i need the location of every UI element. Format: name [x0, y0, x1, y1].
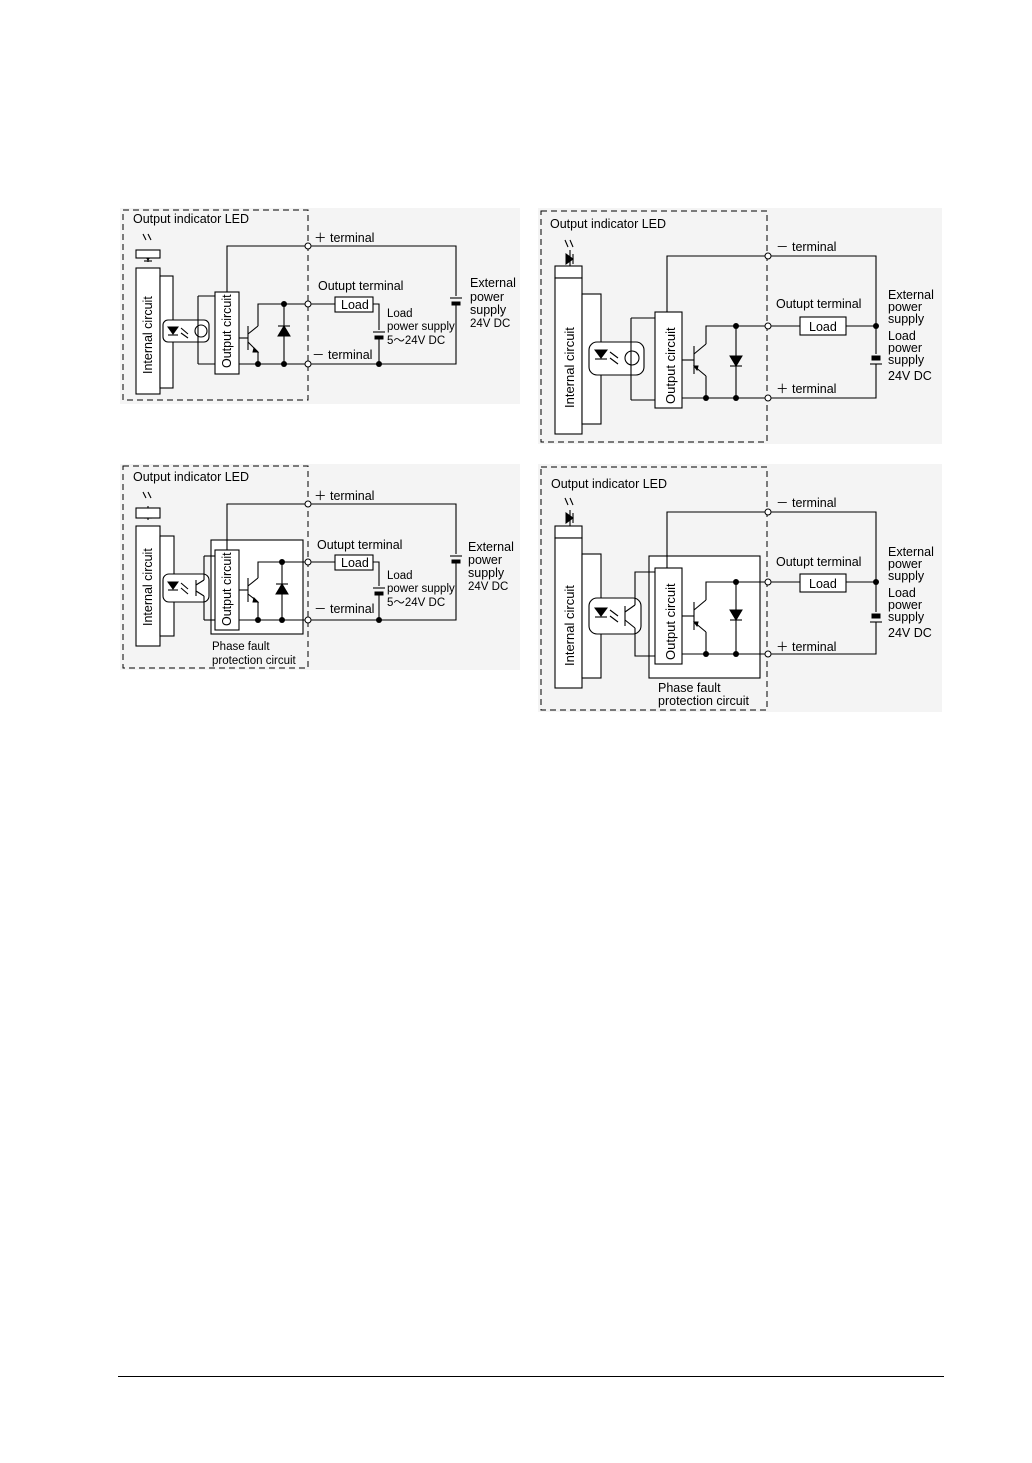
- output-terminal-label: Outupt terminal: [776, 555, 861, 569]
- protection-label: Phase fault protection circuit: [212, 641, 297, 667]
- load-box: [799, 573, 847, 593]
- output-circuit-label: Output circuit: [220, 552, 234, 626]
- zener-diode-icon: [275, 562, 289, 620]
- minus-terminal: [764, 252, 772, 260]
- optocoupler-icon: [162, 573, 210, 603]
- output-circuit-label: Output circuit: [663, 583, 678, 660]
- led-icon: [564, 239, 574, 266]
- minus-terminal: [304, 360, 312, 368]
- diagram-2: Output indicator LED Internal circuit Ou…: [538, 208, 942, 444]
- top-terminal-label: － terminal: [776, 240, 836, 254]
- zener-diode-icon: [729, 582, 743, 654]
- optocoupler-icon: [162, 319, 210, 343]
- bottom-terminal-label: － terminal: [312, 348, 372, 362]
- plus-terminal: [304, 242, 312, 250]
- plus-terminal: [764, 650, 772, 658]
- bottom-terminal-label: － terminal: [314, 602, 374, 616]
- indicator-label: Output indicator LED: [133, 212, 249, 226]
- internal-circuit-label: Internal circuit: [562, 327, 577, 408]
- output-terminal-label: Outupt terminal: [776, 297, 861, 311]
- output-terminal: [764, 322, 772, 330]
- output-circuit-box: [214, 549, 240, 631]
- diagram-1: Output indicator LED Internal circuit Ou: [120, 208, 520, 404]
- diagram-3-background: [120, 464, 520, 670]
- top-terminal-label: － terminal: [776, 496, 836, 510]
- led-icon: [564, 497, 574, 526]
- plus-terminal: [764, 394, 772, 402]
- diagram-4: Output indicator LED Internal circuit Ou…: [538, 464, 942, 712]
- external-supply-label: External power supply: [468, 540, 517, 580]
- output-terminal: [764, 578, 772, 586]
- external-supply-voltage: 24V DC: [470, 318, 510, 330]
- indicator-label: Output indicator LED: [133, 470, 249, 484]
- plus-terminal: [304, 500, 312, 508]
- external-supply-label: External power supply: [470, 276, 519, 317]
- external-supply-label: External power supply: [888, 288, 937, 326]
- diagram-3: Output indicator LED Internal circuit: [120, 464, 520, 670]
- load-supply-label: Load power supply 24V DC: [888, 586, 932, 640]
- output-terminal-label: Outupt terminal: [318, 279, 403, 293]
- bottom-terminal-label: ＋ terminal: [776, 382, 836, 396]
- minus-terminal: [764, 508, 772, 516]
- load-supply-label: Load power supply 5～24V DC: [387, 570, 458, 609]
- module-boundary: [122, 465, 309, 669]
- output-terminal-label: Outupt terminal: [317, 538, 402, 552]
- output-terminal: [304, 558, 312, 566]
- load-supply-label: Load power supply 5～24V DC: [387, 308, 458, 347]
- external-supply-label: External power supply: [888, 545, 937, 583]
- optocoupler-icon: [588, 597, 642, 635]
- indicator-label: Output indicator LED: [550, 217, 666, 231]
- output-circuit-box: [654, 567, 683, 665]
- load-supply-label: Load power supply 24V DC: [888, 329, 932, 383]
- zener-diode-icon: [277, 304, 291, 364]
- load-label: Load: [809, 320, 837, 334]
- load-label: Load: [341, 556, 369, 570]
- internal-circuit-label: Internal circuit: [141, 296, 155, 374]
- top-terminal-label: ＋ terminal: [314, 489, 374, 503]
- bottom-terminal-label: ＋ terminal: [776, 640, 836, 654]
- protection-label: Phase fault protection circuit: [658, 681, 750, 708]
- diagram-1-background: [120, 208, 520, 404]
- load-label: Load: [809, 577, 837, 591]
- minus-terminal: [304, 616, 312, 624]
- internal-circuit-label: Internal circuit: [562, 585, 577, 666]
- output-circuit-label: Output circuit: [220, 294, 234, 368]
- zener-diode-icon: [729, 326, 743, 398]
- output-terminal: [304, 300, 312, 308]
- output-circuit-label: Output circuit: [663, 327, 678, 404]
- top-terminal-label: ＋ terminal: [314, 231, 374, 245]
- footer-rule: [118, 1376, 944, 1377]
- indicator-label: Output indicator LED: [551, 477, 667, 491]
- internal-circuit-box: [554, 277, 583, 435]
- external-supply-voltage: 24V DC: [468, 581, 508, 593]
- internal-circuit-label: Internal circuit: [141, 548, 155, 626]
- load-label: Load: [341, 298, 369, 312]
- module-boundary: [540, 466, 768, 711]
- optocoupler-icon: [588, 341, 645, 376]
